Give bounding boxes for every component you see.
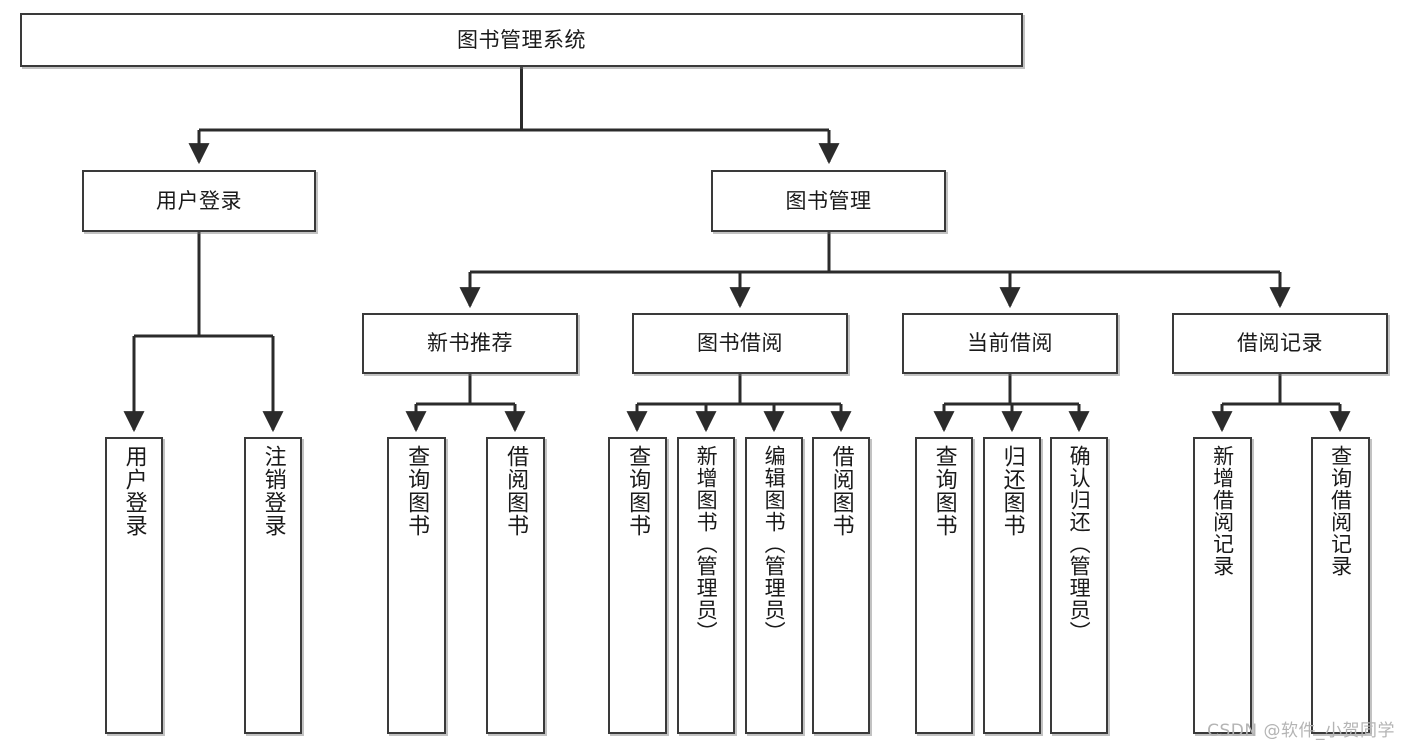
node-user-login-label: 用户登录 xyxy=(156,188,242,213)
node-leaf-query-record[interactable]: 查询借阅记录 xyxy=(1311,437,1370,734)
node-book-borrow-label: 图书借阅 xyxy=(697,331,783,356)
node-new-book-recommend-label: 新书推荐 xyxy=(427,331,513,356)
node-book-borrow[interactable]: 图书借阅 xyxy=(632,313,848,374)
node-root[interactable]: 图书管理系统 xyxy=(20,13,1023,67)
node-leaf-add-book[interactable]: 新增图书（管理员） xyxy=(677,437,735,734)
node-leaf-user-login-label: 用户登录 xyxy=(121,445,147,537)
node-leaf-query-book-borrow[interactable]: 查询图书 xyxy=(608,437,667,734)
node-leaf-borrow-book-rec-label: 借阅图书 xyxy=(503,445,529,537)
node-leaf-borrow-book-rec[interactable]: 借阅图书 xyxy=(486,437,545,734)
node-leaf-query-book-rec-label: 查询图书 xyxy=(404,445,430,537)
node-leaf-user-logout[interactable]: 注销登录 xyxy=(244,437,302,734)
node-book-management-label: 图书管理 xyxy=(785,188,872,213)
node-leaf-query-record-label: 查询借阅记录 xyxy=(1328,445,1353,577)
node-leaf-edit-book-label: 编辑图书（管理员） xyxy=(762,445,787,643)
node-leaf-user-logout-label: 注销登录 xyxy=(260,445,286,537)
node-root-label: 图书管理系统 xyxy=(457,27,586,52)
node-borrow-records[interactable]: 借阅记录 xyxy=(1172,313,1388,374)
node-leaf-add-record-label: 新增借阅记录 xyxy=(1210,445,1235,577)
node-leaf-user-login[interactable]: 用户登录 xyxy=(105,437,163,734)
node-new-book-recommend[interactable]: 新书推荐 xyxy=(362,313,578,374)
node-current-borrow[interactable]: 当前借阅 xyxy=(902,313,1118,374)
node-leaf-confirm-return[interactable]: 确认归还（管理员） xyxy=(1050,437,1108,734)
node-user-login[interactable]: 用户登录 xyxy=(82,170,316,232)
node-leaf-add-book-label: 新增图书（管理员） xyxy=(694,445,719,643)
node-leaf-edit-book[interactable]: 编辑图书（管理员） xyxy=(745,437,803,734)
watermark-text: CSDN @软件_小贺同学 xyxy=(1207,721,1395,741)
node-leaf-return-book-label: 归还图书 xyxy=(999,445,1025,537)
node-leaf-add-record[interactable]: 新增借阅记录 xyxy=(1193,437,1252,734)
node-borrow-records-label: 借阅记录 xyxy=(1237,331,1323,356)
node-leaf-query-book-borrow-label: 查询图书 xyxy=(625,445,651,537)
node-leaf-borrow-book-label: 借阅图书 xyxy=(828,445,854,537)
node-book-management[interactable]: 图书管理 xyxy=(711,170,946,232)
node-current-borrow-label: 当前借阅 xyxy=(967,331,1053,356)
node-leaf-return-book[interactable]: 归还图书 xyxy=(983,437,1041,734)
node-leaf-query-book-rec[interactable]: 查询图书 xyxy=(387,437,446,734)
node-leaf-confirm-return-label: 确认归还（管理员） xyxy=(1067,445,1092,643)
node-leaf-query-book-current-label: 查询图书 xyxy=(931,445,957,537)
node-leaf-borrow-book[interactable]: 借阅图书 xyxy=(812,437,870,734)
node-leaf-query-book-current[interactable]: 查询图书 xyxy=(915,437,973,734)
